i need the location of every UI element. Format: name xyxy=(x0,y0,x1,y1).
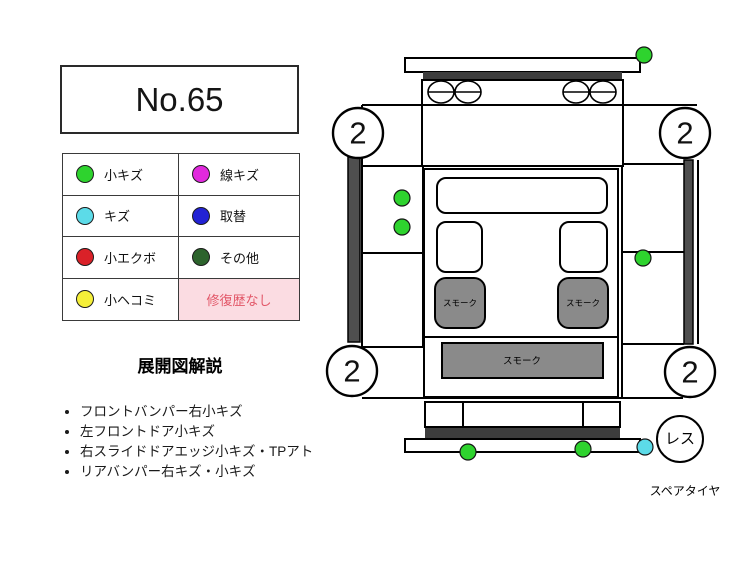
spare-tire-less-badge xyxy=(656,415,704,463)
legend-row: 小エクボ xyxy=(63,237,179,279)
sheet-number-box: No.65 xyxy=(60,65,299,134)
damage-marker-small-scratch xyxy=(459,443,477,461)
other-dot-icon xyxy=(192,248,210,267)
legend-label: 線キズ xyxy=(220,167,260,183)
small-dent-dot-icon xyxy=(76,248,94,267)
front-window-right xyxy=(559,221,608,273)
legend-label: 取替 xyxy=(220,209,247,225)
sheet-number: No.65 xyxy=(135,80,224,118)
rear-bumper xyxy=(404,438,641,453)
tire-badge-front-right-label: 2 xyxy=(676,116,693,151)
smoke-window-left-label: スモーク xyxy=(443,298,477,308)
rear-lower-panel xyxy=(424,401,621,428)
tire-badge-front-left-label: 2 xyxy=(349,116,366,151)
line-scratch-dot-icon xyxy=(192,165,210,184)
legend-label: 小エクボ xyxy=(104,250,157,266)
tire-badge-front-left xyxy=(331,106,385,160)
small-dimple-dot-icon xyxy=(76,290,94,309)
front-window-left xyxy=(436,221,483,273)
legend-row: 線キズ xyxy=(179,154,299,196)
damage-marker-small-scratch xyxy=(393,218,411,236)
tire-badge-rear-right-label: 2 xyxy=(681,355,698,390)
list-item: フロントバンパー右小キズ xyxy=(80,404,313,420)
explanation-heading: 展開図解説 xyxy=(137,357,223,376)
headlight-right xyxy=(562,80,617,104)
smoke-window-right-label: スモーク xyxy=(566,298,600,308)
legend-row: キズ xyxy=(63,195,179,237)
rear-cowl-bar xyxy=(425,428,620,438)
damage-markers xyxy=(393,46,654,461)
list-item: 右スライドドアエッジ小キズ・TPアト xyxy=(80,444,313,460)
legend-label: その他 xyxy=(220,250,260,266)
damage-marker-scratch xyxy=(636,438,654,456)
rear-smoke-window xyxy=(441,342,604,379)
legend-table: 小キズ 線キズ キズ 取替 小エクボ その他 小ヘコミ 修復歴なし xyxy=(62,153,300,321)
damage-marker-small-scratch xyxy=(393,189,411,207)
list-item: 左フロントドア小キズ xyxy=(80,424,313,440)
tire-badge-rear-left xyxy=(325,344,379,398)
damage-marker-small-scratch xyxy=(634,249,652,267)
legend-label: 小ヘコミ xyxy=(104,292,157,308)
damage-marker-small-scratch xyxy=(574,440,592,458)
repair-history-note: 修復歴なし xyxy=(179,278,299,320)
small-scratch-dot-icon xyxy=(76,165,94,184)
tire-count-badges: 2 2 2 2 xyxy=(325,106,717,399)
repair-history-label: 修復歴なし xyxy=(206,292,272,308)
damage-marker-small-scratch xyxy=(635,46,653,64)
smoke-window-right xyxy=(557,277,609,329)
legend-row: 小キズ xyxy=(63,154,179,196)
legend-label: 小キズ xyxy=(104,167,144,183)
tire-badge-rear-left-label: 2 xyxy=(343,354,360,389)
spare-tire-label: スペアタイヤ xyxy=(650,484,721,498)
front-bumper xyxy=(404,57,641,73)
spare-tire-less-label: レス xyxy=(665,431,695,448)
explanation-list: フロントバンパー右小キズ 左フロントドア小キズ 右スライドドアエッジ小キズ・TP… xyxy=(58,404,313,485)
scratch-dot-icon xyxy=(76,206,94,225)
legend-label: キズ xyxy=(104,209,131,225)
hood-panel xyxy=(421,104,624,167)
headlight-left xyxy=(427,80,482,104)
left-sill-strip xyxy=(347,156,361,343)
replacement-dot-icon xyxy=(192,206,210,225)
windshield xyxy=(436,177,608,214)
right-sill-strip xyxy=(683,159,694,345)
list-item: リアバンパー右キズ・小キズ xyxy=(80,464,313,480)
legend-row: その他 xyxy=(179,237,299,279)
rear-smoke-window-label: スモーク xyxy=(503,356,541,367)
tire-badge-front-right xyxy=(658,106,712,160)
legend-row: 小ヘコミ xyxy=(63,278,179,320)
smoke-window-left xyxy=(434,277,486,329)
legend-row: 取替 xyxy=(179,196,299,237)
front-cowl-bar xyxy=(423,72,622,80)
tire-badge-rear-right xyxy=(663,345,717,399)
